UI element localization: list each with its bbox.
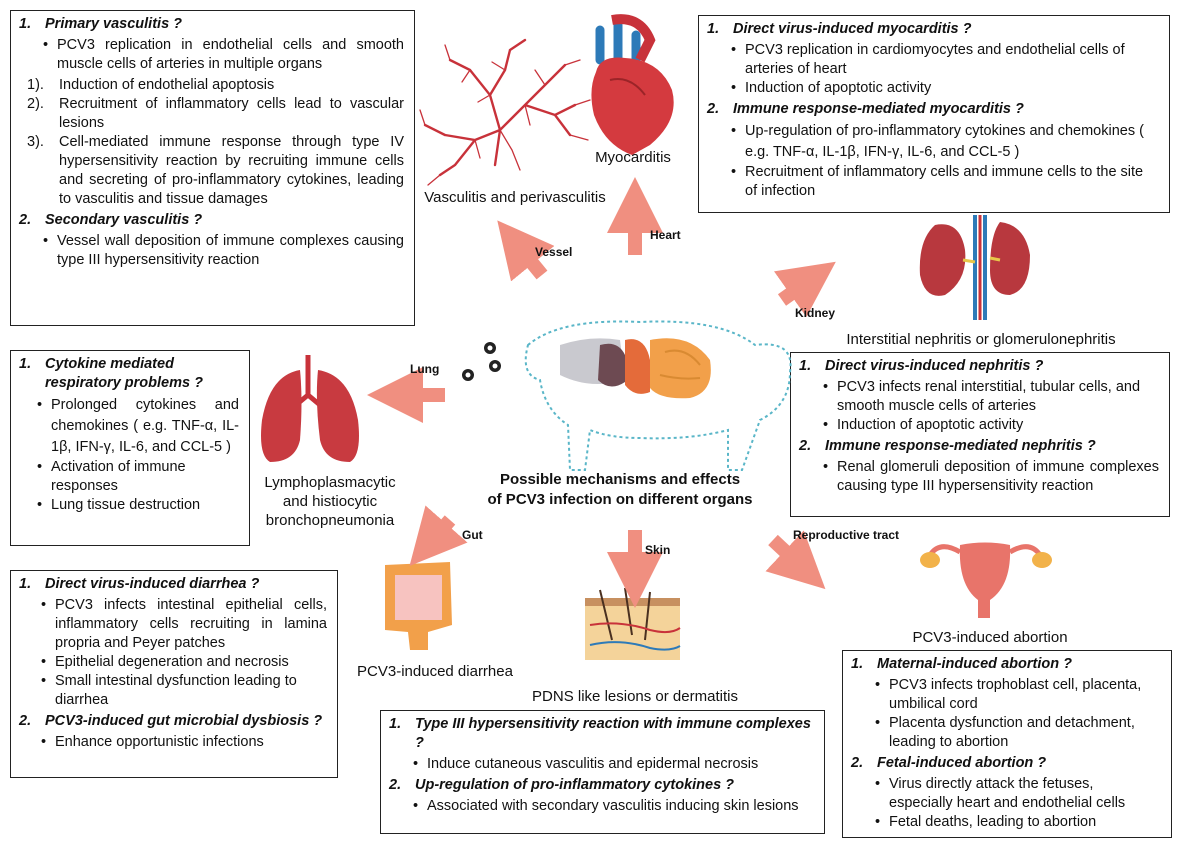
- numbered-item: 1).Induction of endothelial apoptosis: [27, 77, 275, 93]
- bullet-item: Enhance opportunistic infections: [41, 733, 327, 752]
- section-heading: 1.Direct virus-induced nephritis ?: [799, 358, 1044, 374]
- section-heading: 2.Immune response-mediated myocarditis ?: [707, 101, 1024, 117]
- uterus-illustration: [920, 542, 1052, 618]
- abortion-box: 1.Maternal-induced abortion ? PCV3 infec…: [842, 650, 1172, 838]
- gut-arrow: [409, 505, 468, 567]
- bullet-item: Renal glomeruli deposition of immune com…: [823, 458, 1159, 496]
- skin-illustration: [585, 587, 681, 660]
- heart-label: Myocarditis: [595, 149, 671, 166]
- section-heading: 2.Immune response-mediated nephritis ?: [799, 438, 1096, 454]
- nephritis-box: 1.Direct virus-induced nephritis ? PCV3 …: [790, 352, 1170, 517]
- vessel-illustration: [419, 38, 591, 186]
- bullet-item: Epithelial degeneration and necrosis: [41, 653, 327, 672]
- section-heading: 1.Type III hypersensitivity reaction wit…: [389, 716, 811, 751]
- bullet-item: Prolonged cytokines and chemokines ( e.g…: [37, 395, 239, 458]
- kidney-illustration: [919, 215, 1030, 320]
- section-heading: 2.Fetal-induced abortion ?: [851, 755, 1047, 771]
- heart-arrow-label: Heart: [650, 228, 681, 242]
- pig-illustration: [524, 320, 792, 471]
- kidney-label: Interstitial nephritis or glomerulonephr…: [846, 331, 1116, 348]
- bullet-item: PCV3 infects trophoblast cell, placenta,…: [875, 676, 1161, 714]
- virus-icon: [462, 342, 501, 381]
- bullet-item: Associated with secondary vasculitis ind…: [413, 797, 814, 816]
- repro-label: PCV3-induced abortion: [912, 629, 1068, 646]
- bullet-item: PCV3 replication in cardiomyocytes and e…: [731, 41, 1159, 79]
- arrows: [367, 177, 836, 608]
- repro-arrow-label: Reproductive tract: [793, 528, 900, 542]
- lung-arrow-label: Lung: [410, 362, 440, 376]
- bullet-item: PCV3 replication in endothelial cells an…: [43, 36, 404, 74]
- vasculitis-box: 1.Primary vasculitis ? PCV3 replication …: [10, 10, 415, 326]
- section-heading: 2.Secondary vasculitis ?: [19, 212, 203, 228]
- section-heading: 1.Direct virus-induced myocarditis ?: [707, 21, 972, 37]
- skin-label: PDNS like lesions or dermatitis: [532, 688, 738, 705]
- vessel-label: Vasculitis and perivasculitis: [424, 189, 606, 206]
- lung-label: Lymphoplasmacytic and histiocytic bronch…: [264, 474, 396, 529]
- bullet-item: Lung tissue destruction: [37, 496, 239, 515]
- bullet-item: Induction of apoptotic activity: [823, 416, 1159, 435]
- kidney-arrow-label: Kidney: [795, 306, 836, 320]
- section-heading: 1.Maternal-induced abortion ?: [851, 656, 1072, 672]
- bullet-item: Up-regulation of pro-inflammatory cytoki…: [731, 121, 1159, 163]
- section-heading: 1.Cytokine mediated respiratory problems…: [19, 356, 203, 391]
- section-heading: 1.Primary vasculitis ?: [19, 16, 183, 32]
- bullet-item: Virus directly attack the fetuses, espec…: [875, 775, 1161, 813]
- kidney-arrow: [773, 261, 836, 318]
- section-heading: 1.Direct virus-induced diarrhea ?: [19, 576, 260, 592]
- bullet-item: Activation of immune responses: [37, 458, 239, 496]
- section-heading: 2.PCV3-induced gut microbial dysbiosis ?: [19, 713, 323, 729]
- bullet-item: Fetal deaths, leading to abortion: [875, 813, 1161, 832]
- bullet-item: PCV3 infects intestinal epithelial cells…: [41, 596, 327, 653]
- repro-arrow: [765, 530, 826, 590]
- diarrhea-box: 1.Direct virus-induced diarrhea ? PCV3 i…: [10, 570, 338, 778]
- bullet-item: Small intestinal dysfunction leading to …: [41, 672, 327, 710]
- skin-box: 1.Type III hypersensitivity reaction wit…: [380, 710, 825, 834]
- skin-arrow-label: Skin: [645, 543, 671, 557]
- bullet-item: Induce cutaneous vasculitis and epiderma…: [413, 755, 814, 774]
- gut-label: PCV3-induced diarrhea: [357, 663, 513, 680]
- diagram-title: Possible mechanisms and effects of PCV3 …: [487, 471, 753, 508]
- lung-illustration: [261, 355, 359, 462]
- section-heading: 2.Up-regulation of pro-inflammatory cyto…: [389, 777, 735, 793]
- bullet-item: Induction of apoptotic activity: [731, 79, 1159, 98]
- gut-arrow-label: Gut: [462, 528, 483, 542]
- bullet-item: PCV3 infects renal interstitial, tubular…: [823, 378, 1159, 416]
- numbered-item: 3).Cell-mediated immune response through…: [27, 134, 404, 207]
- myocarditis-box: 1.Direct virus-induced myocarditis ? PCV…: [698, 15, 1170, 213]
- gut-illustration: [385, 562, 452, 650]
- bullet-item: Placenta dysfunction and detachment, lea…: [875, 714, 1161, 752]
- vessel-arrow-label: Vessel: [535, 245, 573, 259]
- bullet-item: Recruitment of inflammatory cells and im…: [731, 163, 1159, 201]
- bullet-item: Vessel wall deposition of immune complex…: [43, 232, 404, 270]
- heart-illustration: [591, 14, 674, 155]
- numbered-item: 2).Recruitment of inflammatory cells lea…: [27, 96, 404, 131]
- lung-box: 1.Cytokine mediated respiratory problems…: [10, 350, 250, 546]
